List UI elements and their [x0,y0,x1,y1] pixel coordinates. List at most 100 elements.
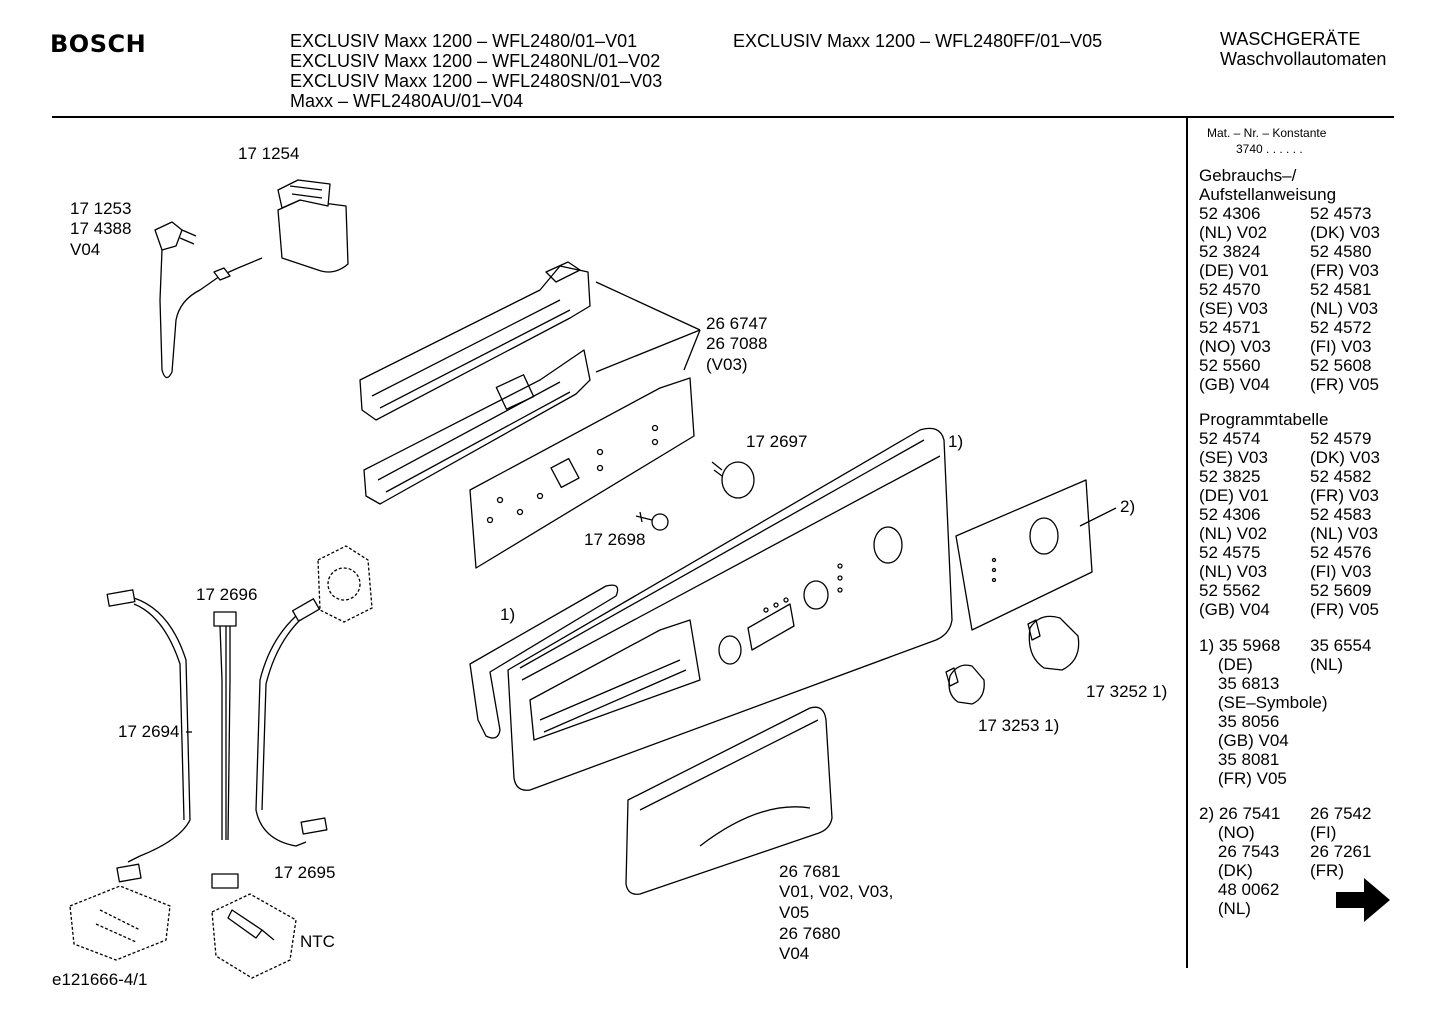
cell: (NL) [1199,899,1251,918]
selector-knob [945,664,985,705]
program-knob [1027,615,1080,671]
cell: (DE) V01 [1199,486,1269,505]
table-row: (GB) V04 [1199,731,1399,750]
cell: 52 4574 [1199,429,1261,448]
cell: 52 4576 [1310,543,1372,562]
cell: (GB) V04 [1199,600,1270,619]
cell: (DK) [1199,861,1253,880]
cell: 52 4306 [1199,505,1261,524]
table-row: (GB) V04 (FR) V05 [1199,375,1399,394]
table-row: (NL) V02(NL) V03 [1199,524,1399,543]
table-row: (FR) V05 [1199,769,1399,788]
model-line: EXCLUSIV Maxx 1200 – WFL2480NL/01–V02 [290,51,661,71]
cell: 52 4571 [1199,318,1261,337]
cell: (NO) [1199,823,1255,842]
table-row: 52 4306 52 4583 [1199,505,1399,524]
model-list-left: EXCLUSIV Maxx 1200 – WFL2480/01–V01 EXCL… [290,31,662,111]
table-row: (DE)(NL) [1199,655,1399,674]
label-172694: 17 2694 [118,722,180,741]
category: WASCHGERÄTE [1220,29,1361,49]
interference-suppressor [277,179,349,273]
cell: (NO) V03 [1199,337,1271,356]
cell: 2) 26 7541 [1199,804,1281,823]
cell: 52 5562 [1199,581,1261,600]
label-171253: 17 1253 [70,199,132,218]
cell: 52 4573 [1310,204,1372,223]
cell: (DE) V01 [1199,261,1269,280]
next-page-arrow-icon [1336,878,1390,922]
cell: 52 4581 [1310,280,1372,299]
model-right: EXCLUSIV Maxx 1200 – WFL2480FF/01–V05 [733,31,1103,51]
cell: (DK) V03 [1310,448,1380,467]
symbol-plate [955,479,1093,631]
cell: (FR) V05 [1310,600,1379,619]
cell: (FR) V03 [1310,486,1379,505]
wiring-harness-middle [211,611,239,889]
cell: 26 7261 [1310,842,1372,861]
cell: (SE–Symbole) [1199,693,1328,712]
mains-plug-cable [154,221,263,379]
cell: 52 4572 [1310,318,1372,337]
cell: (GB) V04 [1199,731,1289,750]
table-row: (SE) V03(NL) V03 [1199,299,1399,318]
cell: 35 6813 [1199,674,1280,693]
control-panel-fascia [507,427,953,791]
cell: 52 3824 [1199,242,1261,261]
label-174388: 17 4388 [70,219,132,238]
cell: (GB) V04 [1199,375,1270,394]
table-row: (SE–Symbole) [1199,693,1399,712]
cell: (FI) V03 [1310,337,1372,356]
cell: 35 8056 [1199,712,1280,731]
wiring-harness-right [255,598,328,847]
spring-part [635,511,669,531]
model-line: EXCLUSIV Maxx 1200 – WFL2480/01–V01 [290,31,638,51]
wiring-harness-left [106,589,191,883]
cell: 52 3825 [1199,467,1261,486]
cell: (FR) V05 [1310,375,1379,394]
cell: 26 7543 [1199,842,1280,861]
table-row: (DE) V01 (FR) V03 [1199,486,1399,505]
table-row: 35 6813 [1199,674,1399,693]
table-row: (DE) V01 (FR) V03 [1199,261,1399,280]
detergent-drawer-handle [625,706,833,895]
ghost-ntc-housing [211,893,297,979]
table-row: (SE) V03(DK) V03 [1199,448,1399,467]
label-v03: (V03) [706,355,748,374]
table-row: 48 0062 [1199,880,1399,899]
cell: 52 4306 [1199,204,1261,223]
ghost-pressure-switch [317,545,373,623]
cell: 52 4583 [1310,505,1372,524]
cell: (SE) V03 [1199,299,1268,318]
cell: (FR) [1310,861,1344,880]
cell: 52 4570 [1199,280,1261,299]
manual-title: Gebrauchs–/ Aufstellanweisung [1199,166,1337,204]
table-row: (NL) V03(FI) V03 [1199,562,1399,581]
table-row: 52 4571 52 4572 [1199,318,1399,337]
label-172695: 17 2695 [274,863,336,882]
table-row: (NL) [1199,899,1399,918]
cell: 52 4579 [1310,429,1372,448]
ntc-sensor [227,909,275,941]
label-173253: 17 3253 1) [978,716,1060,735]
label-172698: 17 2698 [584,530,646,549]
cell: (NL) V03 [1310,524,1379,543]
cell: 52 5608 [1310,356,1372,375]
electronic-module [469,377,695,569]
leader-lines [186,281,1117,733]
table-row: 35 8056 [1199,712,1399,731]
cell: (FR) V05 [1199,769,1287,788]
table-row: (NO)(FI) [1199,823,1399,842]
cell: (FR) V03 [1310,261,1379,280]
table-row: 52 4306 52 4573 [1199,204,1399,223]
panel-seal [469,584,619,739]
subcategory: Waschvollautomaten [1220,49,1387,69]
cell: 52 4575 [1199,543,1261,562]
